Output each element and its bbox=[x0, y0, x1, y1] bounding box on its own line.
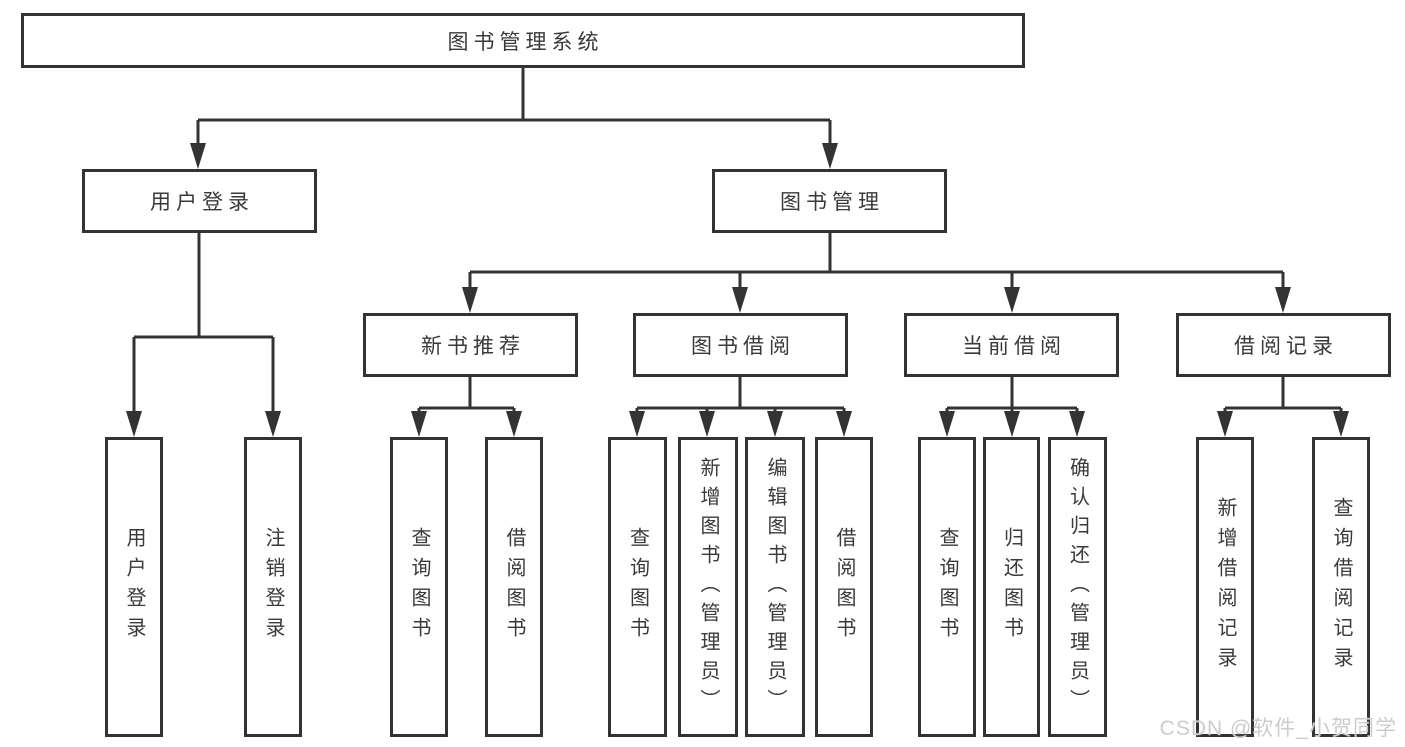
node-label: 查询图书 bbox=[936, 527, 958, 647]
node-borrowing-records: 借阅记录 bbox=[1176, 313, 1391, 377]
leaf-query-books-current: 查询图书 bbox=[918, 437, 976, 737]
node-user-login-branch: 用户登录 bbox=[82, 169, 317, 233]
arrowhead-icon bbox=[126, 411, 142, 437]
node-label: 归还图书 bbox=[1000, 527, 1023, 647]
node-label: 借阅图书 bbox=[833, 527, 855, 647]
arrowhead-icon bbox=[190, 143, 206, 169]
node-label: 新增借阅记录 bbox=[1214, 497, 1236, 677]
node-label: 编辑图书（管理员） bbox=[764, 456, 786, 718]
node-label: 用户登录 bbox=[123, 527, 145, 647]
node-label: 当前借阅 bbox=[962, 335, 1066, 358]
leaf-edit-book-admin: 编辑图书（管理员） bbox=[745, 437, 805, 737]
arrowhead-icon bbox=[822, 143, 838, 169]
node-label: 注销登录 bbox=[262, 527, 284, 647]
connector-paths bbox=[132, 68, 1343, 418]
arrowhead-icon bbox=[462, 287, 478, 313]
node-label: 图书管理系统 bbox=[447, 30, 604, 54]
node-label: 图书管理 bbox=[780, 191, 884, 214]
arrowhead-icon bbox=[1004, 411, 1020, 437]
arrowhead-icon bbox=[767, 411, 783, 437]
leaf-user-login: 用户登录 bbox=[105, 437, 163, 737]
arrowhead-icon bbox=[506, 411, 522, 437]
arrowhead-icon bbox=[939, 411, 955, 437]
node-book-borrowing: 图书借阅 bbox=[633, 313, 848, 377]
arrowhead-icon bbox=[1069, 411, 1085, 437]
arrowhead-icon bbox=[265, 411, 281, 437]
arrowhead-icon bbox=[732, 287, 748, 313]
node-label: 新书推荐 bbox=[421, 335, 525, 358]
node-book-management-branch: 图书管理 bbox=[712, 169, 947, 233]
node-label: 新增图书（管理员） bbox=[697, 456, 719, 718]
node-label: 查询图书 bbox=[626, 527, 649, 647]
arrowhead-icon bbox=[629, 411, 645, 437]
leaf-borrow-books-recommend: 借阅图书 bbox=[485, 437, 543, 737]
arrowhead-icon bbox=[1004, 287, 1020, 313]
leaf-add-book-admin: 新增图书（管理员） bbox=[678, 437, 738, 737]
arrowhead-icon bbox=[699, 411, 715, 437]
arrowhead-icon bbox=[1275, 287, 1291, 313]
node-label: 确认归还（管理员） bbox=[1066, 456, 1089, 718]
arrowhead-icon bbox=[1333, 411, 1349, 437]
node-current-borrowing: 当前借阅 bbox=[904, 313, 1119, 377]
arrowhead-icon bbox=[836, 411, 852, 437]
leaf-query-borrow-record: 查询借阅记录 bbox=[1312, 437, 1370, 737]
connector-arrowheads bbox=[126, 143, 1349, 437]
leaf-query-books-borrow: 查询图书 bbox=[608, 437, 667, 737]
node-label: 图书借阅 bbox=[691, 335, 795, 358]
node-label: 借阅记录 bbox=[1234, 335, 1338, 358]
leaf-logout: 注销登录 bbox=[244, 437, 302, 737]
node-label: 查询图书 bbox=[408, 527, 430, 647]
node-label: 用户登录 bbox=[150, 191, 254, 214]
leaf-query-books-recommend: 查询图书 bbox=[390, 437, 448, 737]
leaf-confirm-return-admin: 确认归还（管理员） bbox=[1048, 437, 1107, 737]
leaf-borrow-books: 借阅图书 bbox=[815, 437, 873, 737]
node-new-book-recommendation: 新书推荐 bbox=[363, 313, 578, 377]
node-label: 借阅图书 bbox=[503, 527, 525, 647]
leaf-return-book: 归还图书 bbox=[983, 437, 1040, 737]
node-library-management-system: 图书管理系统 bbox=[21, 13, 1025, 68]
arrowhead-icon bbox=[411, 411, 427, 437]
node-label: 查询借阅记录 bbox=[1330, 497, 1352, 677]
watermark: CSDN @软件_小贺同学 bbox=[1159, 717, 1397, 740]
leaf-add-borrow-record: 新增借阅记录 bbox=[1196, 437, 1254, 737]
arrowhead-icon bbox=[1217, 411, 1233, 437]
